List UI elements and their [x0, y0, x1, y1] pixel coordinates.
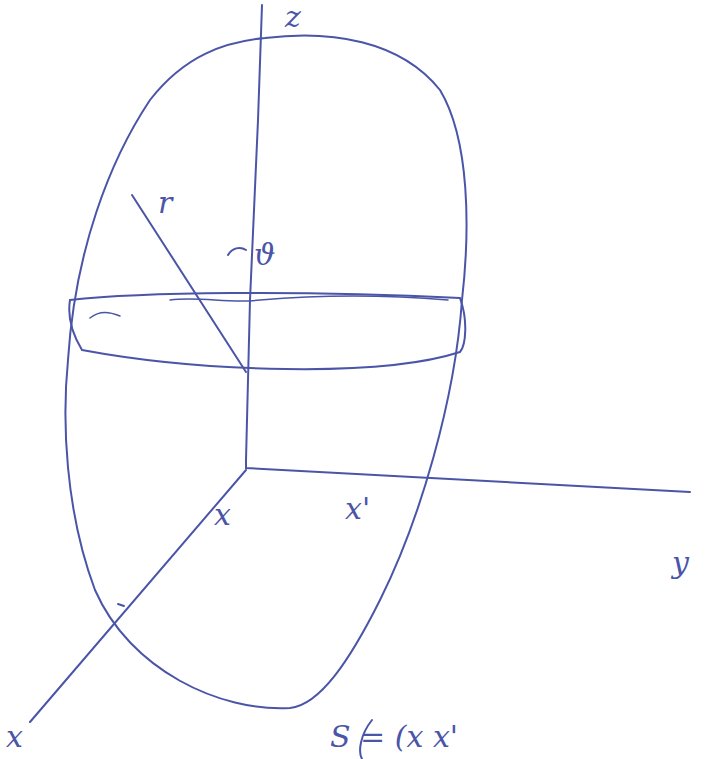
axis-label: z [285, 2, 301, 32]
radius-line [132, 195, 246, 372]
axis-label: y [672, 548, 689, 578]
y-axis [246, 460, 690, 492]
axis-tick [118, 604, 124, 606]
radius-label: r [158, 188, 172, 218]
sphere-outline [65, 36, 466, 709]
x-axis [30, 470, 246, 722]
z-axis [246, 5, 262, 460]
formula-text: S = (x x' [330, 722, 458, 752]
coordinate-label: x [214, 500, 231, 530]
axis-label: x [6, 722, 23, 752]
angle-arc [228, 248, 246, 255]
angle-label: ϑ [254, 240, 275, 270]
equator [69, 293, 465, 369]
coordinate-label: x' [345, 494, 370, 524]
section-line [90, 296, 448, 318]
